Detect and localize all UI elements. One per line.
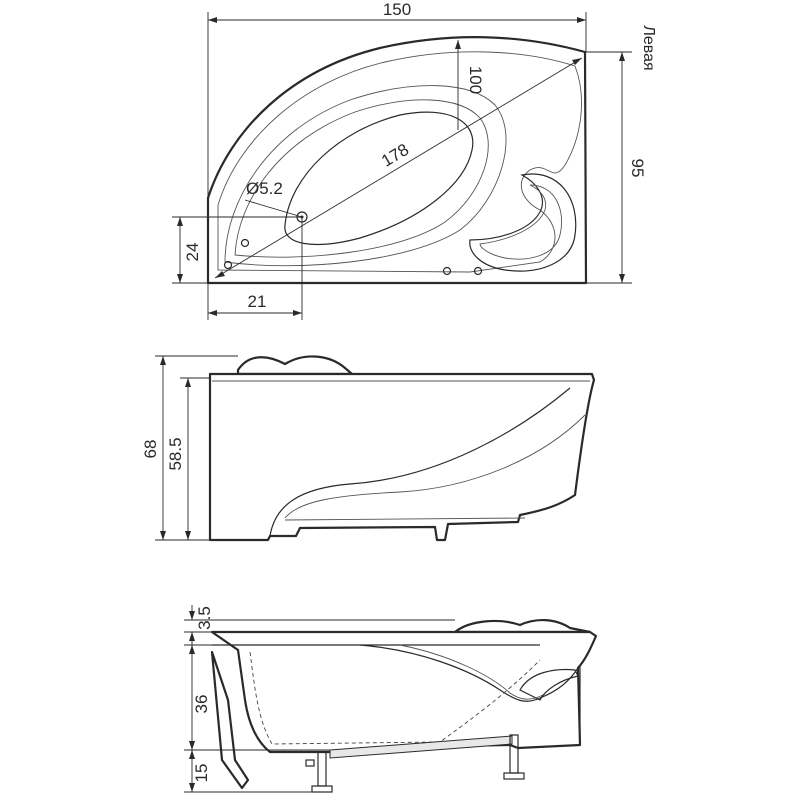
section-view-head-pocket <box>519 668 579 701</box>
jet-icon <box>442 266 452 276</box>
section-view-basin-hidden <box>249 651 541 745</box>
dim-rim-label: 3.5 <box>195 606 214 630</box>
leg-icon <box>503 734 525 780</box>
dim-length-label: 150 <box>383 0 411 19</box>
section-view-skirt-left <box>210 650 250 790</box>
section-view-headrest <box>453 619 592 634</box>
side-view-apron-curve <box>269 387 571 537</box>
section-view-shell <box>210 630 598 754</box>
dim-total-height-label: 68 <box>141 440 160 459</box>
dim-depth-label: 36 <box>192 695 211 714</box>
top-view-headrest <box>469 173 577 272</box>
dim-legs-label: 15 <box>192 764 211 783</box>
section-view-backrest-curve <box>359 644 579 702</box>
dim-inner-label: 100 <box>466 66 485 94</box>
side-view-base <box>284 517 526 521</box>
dim-body-height-label: 58.5 <box>166 437 185 470</box>
top-view-basin-bottom <box>284 111 474 246</box>
dim-drain-x-label: 21 <box>248 292 267 311</box>
top-view-headrest-inner <box>479 184 562 260</box>
model-label: Левая <box>640 25 657 70</box>
jet-icon <box>223 260 233 270</box>
dim-drain-label: Ø5.2 <box>246 179 283 198</box>
dim-drain-y-label: 24 <box>183 243 202 262</box>
top-view: 150 95 Левая 100 178 Ø5.2 24 <box>172 0 657 320</box>
side-view-headrest <box>236 355 354 376</box>
jet-icon <box>240 238 250 248</box>
section-view-backrest-curve-inner <box>399 644 546 700</box>
side-view-apron-curve-inner <box>284 414 586 519</box>
top-view-basin-outer <box>224 85 507 267</box>
section-view-frame <box>329 735 513 759</box>
leg-icon <box>305 751 333 793</box>
top-view-rim-line <box>217 51 582 273</box>
side-view: 68 58.5 <box>141 355 596 542</box>
section-view: 3.5 36 15 <box>184 605 598 793</box>
jet-icon <box>473 266 483 276</box>
top-view-basin-middle <box>234 99 489 258</box>
dim-width-label: 95 <box>628 159 647 178</box>
side-view-body <box>208 372 596 542</box>
